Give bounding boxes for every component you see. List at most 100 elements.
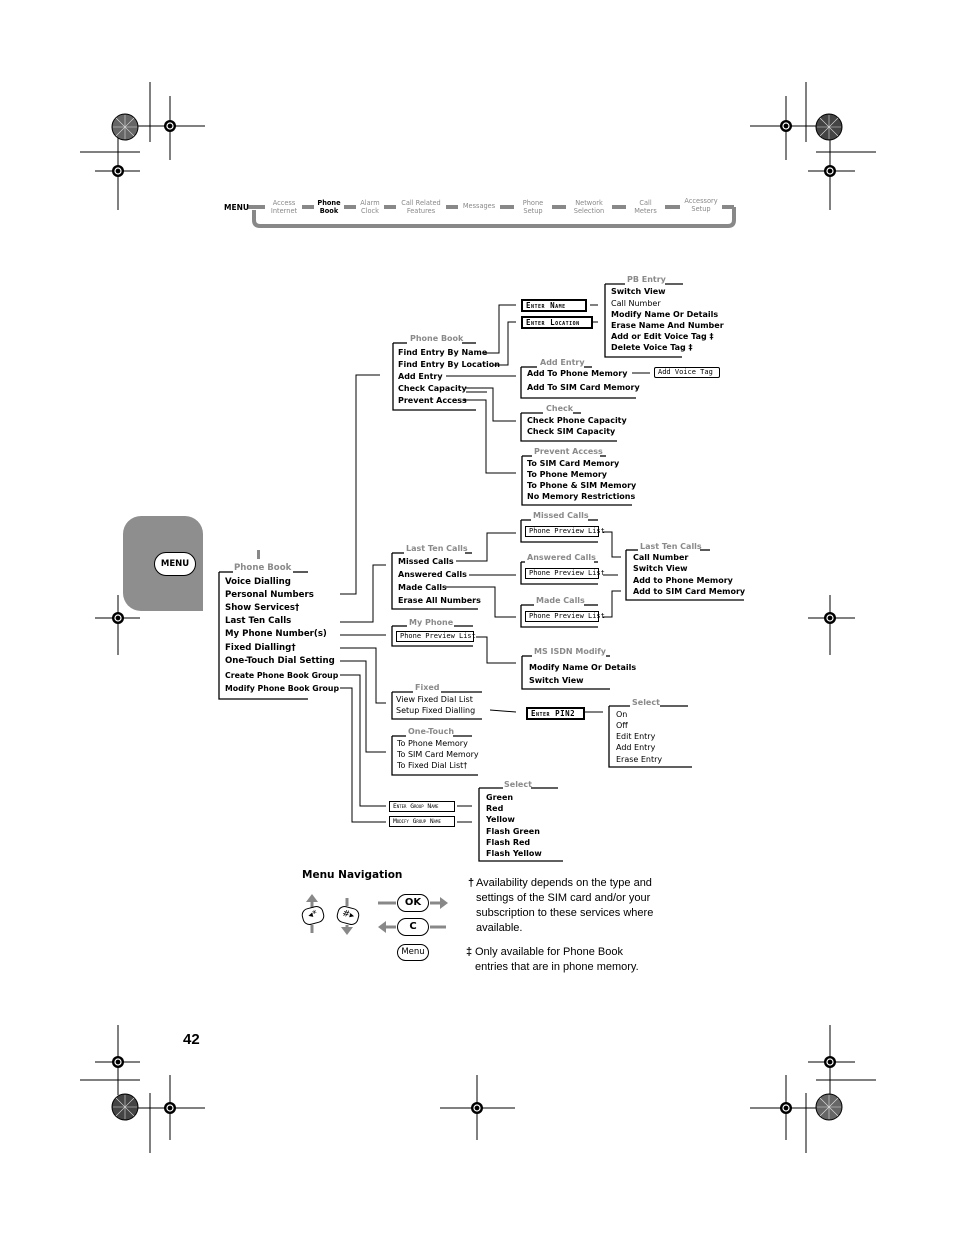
double-dagger-note: ‡ Only available for Phone Book entries … — [466, 945, 658, 975]
last-ten-sub-add-sim[interactable]: Add to SIM Card Memory — [633, 587, 746, 596]
pb-item-prevent-access[interactable]: Prevent Access — [398, 396, 467, 405]
dagger-note-text: Availability depends on the type and set… — [476, 877, 654, 934]
menu-tab-button[interactable]: MENU — [154, 552, 196, 576]
menu-item-call-meters[interactable]: Call Meters — [634, 199, 657, 215]
root-item-personal-numbers[interactable]: Personal Numbers — [225, 590, 314, 600]
menu-item-phone-setup[interactable]: Phone Setup — [522, 199, 544, 215]
menu-item-alarm-clock[interactable]: Alarm Clock — [360, 199, 380, 215]
select-fixed-off[interactable]: Off — [616, 721, 628, 730]
menu-item-network-selection[interactable]: Network Selection — [573, 199, 605, 215]
add-entry-sim-memory[interactable]: Add To SIM Card Memory — [527, 383, 640, 392]
menu-item-phone-book[interactable]: Phone Book — [317, 199, 341, 215]
select-fixed-add[interactable]: Add Entry — [616, 743, 656, 752]
pb-item-add-entry[interactable]: Add Entry — [398, 372, 443, 381]
select-yellow[interactable]: Yellow — [486, 815, 515, 824]
dagger-mark: † — [468, 877, 475, 889]
prevent-phone-sim[interactable]: To Phone & SIM Memory — [527, 481, 637, 490]
my-phone-preview-softkey[interactable]: Phone Preview List — [396, 631, 476, 642]
menu-bar: MENU Access Internet Phone Book Alarm Cl… — [0, 0, 954, 240]
last-ten-sub-call[interactable]: Call Number — [633, 553, 689, 562]
prevent-none[interactable]: No Memory Restrictions — [527, 492, 636, 501]
last-ten-sub-add-phone[interactable]: Add to Phone Memory — [633, 576, 733, 585]
made-preview-softkey[interactable]: Phone Preview List — [525, 611, 605, 622]
one-touch-sim[interactable]: To SIM Card Memory — [397, 750, 479, 759]
enter-location-softkey[interactable]: Enter Location — [521, 316, 593, 329]
last-ten-answered[interactable]: Answered Calls — [398, 570, 467, 579]
add-voice-tag-softkey[interactable]: Add Voice Tag — [654, 367, 720, 378]
nav-arrows — [306, 894, 448, 935]
last-ten-made[interactable]: Made Calls — [398, 583, 447, 592]
pb-entry-header: PB Entry — [627, 275, 666, 284]
select-flash-red[interactable]: Flash Red — [486, 838, 531, 847]
enter-group-name-softkey[interactable]: Enter Group Name — [389, 801, 455, 812]
one-touch-phone[interactable]: To Phone Memory — [397, 739, 468, 748]
msisdn-modify[interactable]: Modify Name Or Details — [529, 663, 637, 672]
last-ten-erase[interactable]: Erase All Numbers — [398, 596, 481, 605]
connector-lines — [218, 283, 744, 862]
one-touch-fixed[interactable]: To Fixed Dial List† — [397, 761, 468, 770]
menu-item-messages[interactable]: Messages — [462, 202, 496, 210]
menu-key-icon[interactable]: Menu — [397, 944, 429, 961]
phone-book-header: Phone Book — [410, 334, 464, 343]
last-ten-sub-header: Last Ten Calls — [640, 542, 702, 551]
one-touch-header: One-Touch — [408, 727, 455, 736]
double-dagger-note-text: Only available for Phone Book entries th… — [475, 946, 639, 973]
select-fixed-on[interactable]: On — [616, 710, 628, 719]
select-fixed-edit[interactable]: Edit Entry — [616, 732, 656, 741]
select-flash-yellow[interactable]: Flash Yellow — [486, 849, 542, 858]
pb-entry-call-number[interactable]: Call Number — [611, 299, 661, 308]
root-item-voice-dialling[interactable]: Voice Dialling — [225, 577, 291, 587]
modify-group-name-softkey[interactable]: Modify Group Name — [389, 816, 455, 827]
root-item-one-touch[interactable]: One-Touch Dial Setting — [225, 656, 335, 666]
add-entry-phone-memory[interactable]: Add To Phone Memory — [527, 369, 628, 378]
pb-entry-delete-voice-tag[interactable]: Delete Voice Tag ‡ — [611, 343, 693, 352]
root-item-fixed-dialling[interactable]: Fixed Dialling† — [225, 643, 296, 653]
fixed-view-list[interactable]: View Fixed Dial List — [396, 695, 473, 704]
pb-item-find-by-name[interactable]: Find Entry By Name — [398, 348, 488, 357]
answered-calls-header: Answered Calls — [527, 553, 596, 562]
last-ten-sub-switch[interactable]: Switch View — [633, 564, 688, 573]
msisdn-switch[interactable]: Switch View — [529, 676, 584, 685]
pb-item-find-by-location[interactable]: Find Entry By Location — [398, 360, 500, 369]
missed-preview-softkey[interactable]: Phone Preview List — [525, 526, 605, 537]
prevent-phone[interactable]: To Phone Memory — [527, 470, 608, 479]
msisdn-header: MS ISDN Modify — [534, 647, 606, 656]
root-item-create-group[interactable]: Create Phone Book Group — [225, 671, 339, 680]
root-item-modify-group[interactable]: Modify Phone Book Group — [225, 684, 340, 693]
pb-item-check-capacity[interactable]: Check Capacity — [398, 384, 467, 393]
menu-item-accessory-setup[interactable]: Accessory Setup — [684, 197, 718, 213]
select-flash-green[interactable]: Flash Green — [486, 827, 540, 836]
root-header: Phone Book — [234, 563, 292, 573]
prevent-sim[interactable]: To SIM Card Memory — [527, 459, 620, 468]
ok-key-icon[interactable]: OK — [397, 894, 429, 912]
root-item-last-ten-calls[interactable]: Last Ten Calls — [225, 616, 292, 626]
enter-pin2-softkey[interactable]: Enter PIN2 — [526, 707, 585, 720]
root-item-show-services[interactable]: Show Services† — [225, 603, 300, 613]
root-item-my-phone-numbers[interactable]: My Phone Number(s) — [225, 629, 327, 639]
pb-entry-voice-tag[interactable]: Add or Edit Voice Tag ‡ — [611, 332, 714, 341]
prevent-access-header: Prevent Access — [534, 447, 603, 456]
pb-entry-modify[interactable]: Modify Name Or Details — [611, 310, 719, 319]
fixed-setup[interactable]: Setup Fixed Dialling — [396, 706, 476, 715]
my-phone-header: My Phone — [409, 618, 454, 627]
select-fixed-erase[interactable]: Erase Entry — [616, 755, 663, 764]
c-key-icon[interactable]: C — [397, 918, 429, 936]
enter-name-softkey[interactable]: Enter Name — [521, 299, 587, 312]
check-phone-capacity[interactable]: Check Phone Capacity — [527, 416, 627, 425]
add-entry-header: Add Entry — [540, 358, 585, 367]
pb-entry-switch-view[interactable]: Switch View — [611, 287, 666, 296]
answered-preview-softkey[interactable]: Phone Preview List — [525, 568, 605, 579]
menu-bar-menu-label: MENU — [224, 203, 249, 212]
check-sim-capacity[interactable]: Check SIM Capacity — [527, 427, 616, 436]
last-ten-missed[interactable]: Missed Calls — [398, 557, 454, 566]
select-green[interactable]: Green — [486, 793, 514, 802]
page-number: 42 — [183, 1031, 200, 1048]
menu-item-call-related[interactable]: Call Related Features — [401, 199, 441, 215]
made-calls-header: Made Calls — [536, 596, 585, 605]
dagger-note: † Availability depends on the type and s… — [468, 876, 658, 936]
menu-item-access-internet[interactable]: Access Internet — [270, 199, 298, 215]
select-red[interactable]: Red — [486, 804, 504, 813]
missed-calls-header: Missed Calls — [533, 511, 589, 520]
pb-entry-erase[interactable]: Erase Name And Number — [611, 321, 724, 330]
